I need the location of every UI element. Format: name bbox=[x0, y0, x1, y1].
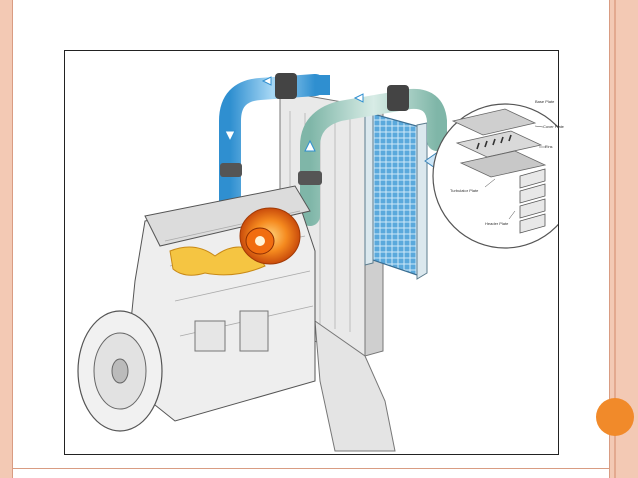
intercooler-detail-inset bbox=[432, 103, 558, 249]
detail-label-turbulator: Turbulator Plate bbox=[450, 188, 479, 193]
exhaust-manifold bbox=[169, 246, 266, 276]
hot-air-pipe bbox=[219, 73, 330, 212]
cool-air-pipe bbox=[298, 85, 447, 226]
intercooler-icon bbox=[364, 108, 428, 280]
bottom-rule bbox=[12, 468, 609, 469]
detail-label-cover-plate: Cover Plate bbox=[543, 124, 564, 129]
slide-accent-circle bbox=[596, 398, 634, 436]
engine-figure: Base Plate Cover Plate Fins Turbulator P… bbox=[64, 50, 564, 455]
detail-label-fins: Fins bbox=[545, 144, 553, 149]
detail-label-base-plate: Base Plate bbox=[535, 99, 555, 104]
detail-label-header-plate: Header Plate bbox=[485, 221, 509, 226]
turbocharger-icon bbox=[239, 207, 301, 265]
engine-illustration bbox=[77, 73, 558, 452]
left-border-bar bbox=[0, 0, 13, 478]
airflow-arrow-icon bbox=[224, 76, 364, 152]
